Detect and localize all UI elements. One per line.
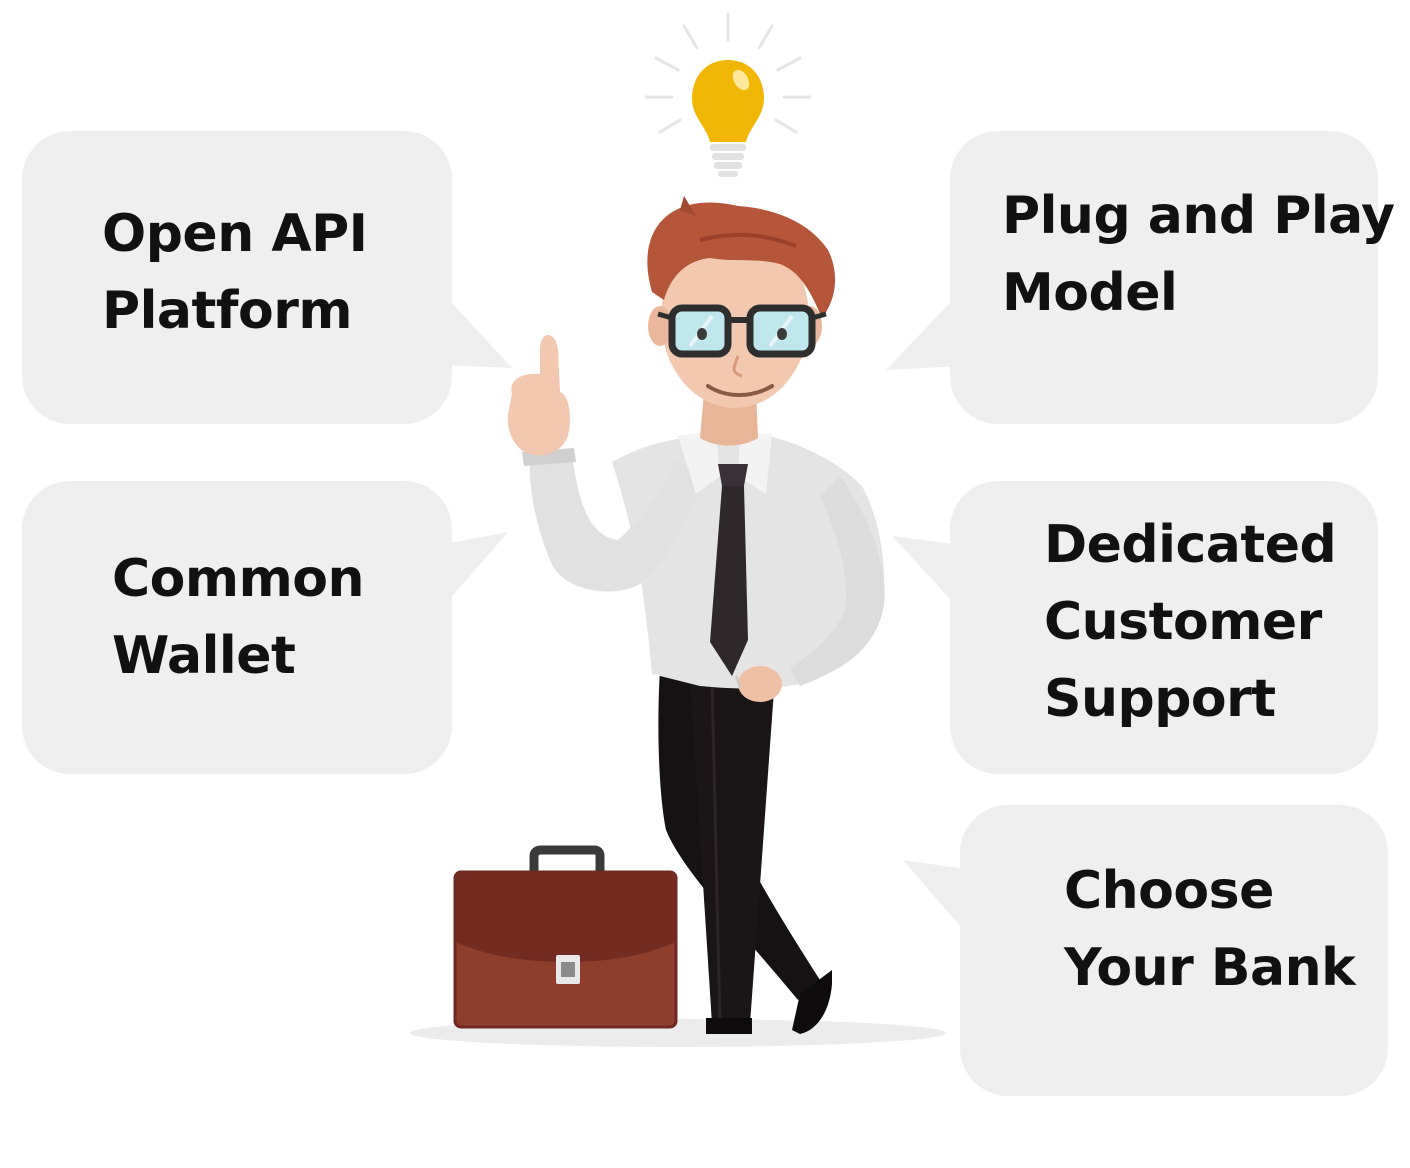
bubble-line: Dedicated — [1044, 515, 1337, 575]
bubble-common-wallet — [22, 481, 452, 774]
bubble-choose-bank — [960, 805, 1388, 1096]
briefcase-icon — [453, 845, 678, 1029]
bubble-customer-support — [950, 481, 1378, 774]
bubble-tail-open-api — [440, 290, 512, 368]
bubble-line: Customer — [1044, 592, 1322, 652]
bubble-line: Model — [1002, 263, 1178, 323]
bubble-tail-choose-bank — [903, 860, 972, 940]
bubble-line: Plug and Play — [1002, 186, 1395, 246]
bubble-line: Open API — [102, 204, 368, 264]
bubble-text-choose-bank: Choose Your Bank — [1064, 853, 1356, 1007]
bubble-text-customer-support: Dedicated Customer Support — [1044, 507, 1337, 738]
bubble-text-common-wallet: Common Wallet — [112, 541, 365, 695]
bubble-line: Support — [1044, 669, 1276, 729]
bubble-tail-plug-and-play — [886, 290, 962, 370]
businessman-pointing-up-icon — [507, 196, 885, 1034]
bubble-line: Platform — [102, 281, 353, 341]
bubble-line: Common — [112, 549, 365, 609]
bubble-tails — [440, 290, 972, 940]
bubble-text-plug-and-play: Plug and Play Model — [1002, 178, 1395, 332]
light-bulb-icon — [644, 12, 812, 177]
bubble-tail-common-wallet — [440, 532, 508, 610]
bubble-plug-and-play — [950, 131, 1378, 424]
bubble-line: Wallet — [112, 626, 296, 686]
bubble-tail-customer-support — [892, 536, 962, 612]
bubble-text-open-api: Open API Platform — [102, 196, 368, 350]
bubble-line: Your Bank — [1064, 938, 1356, 998]
bubble-line: Choose — [1064, 861, 1274, 921]
bubble-open-api — [22, 131, 452, 424]
